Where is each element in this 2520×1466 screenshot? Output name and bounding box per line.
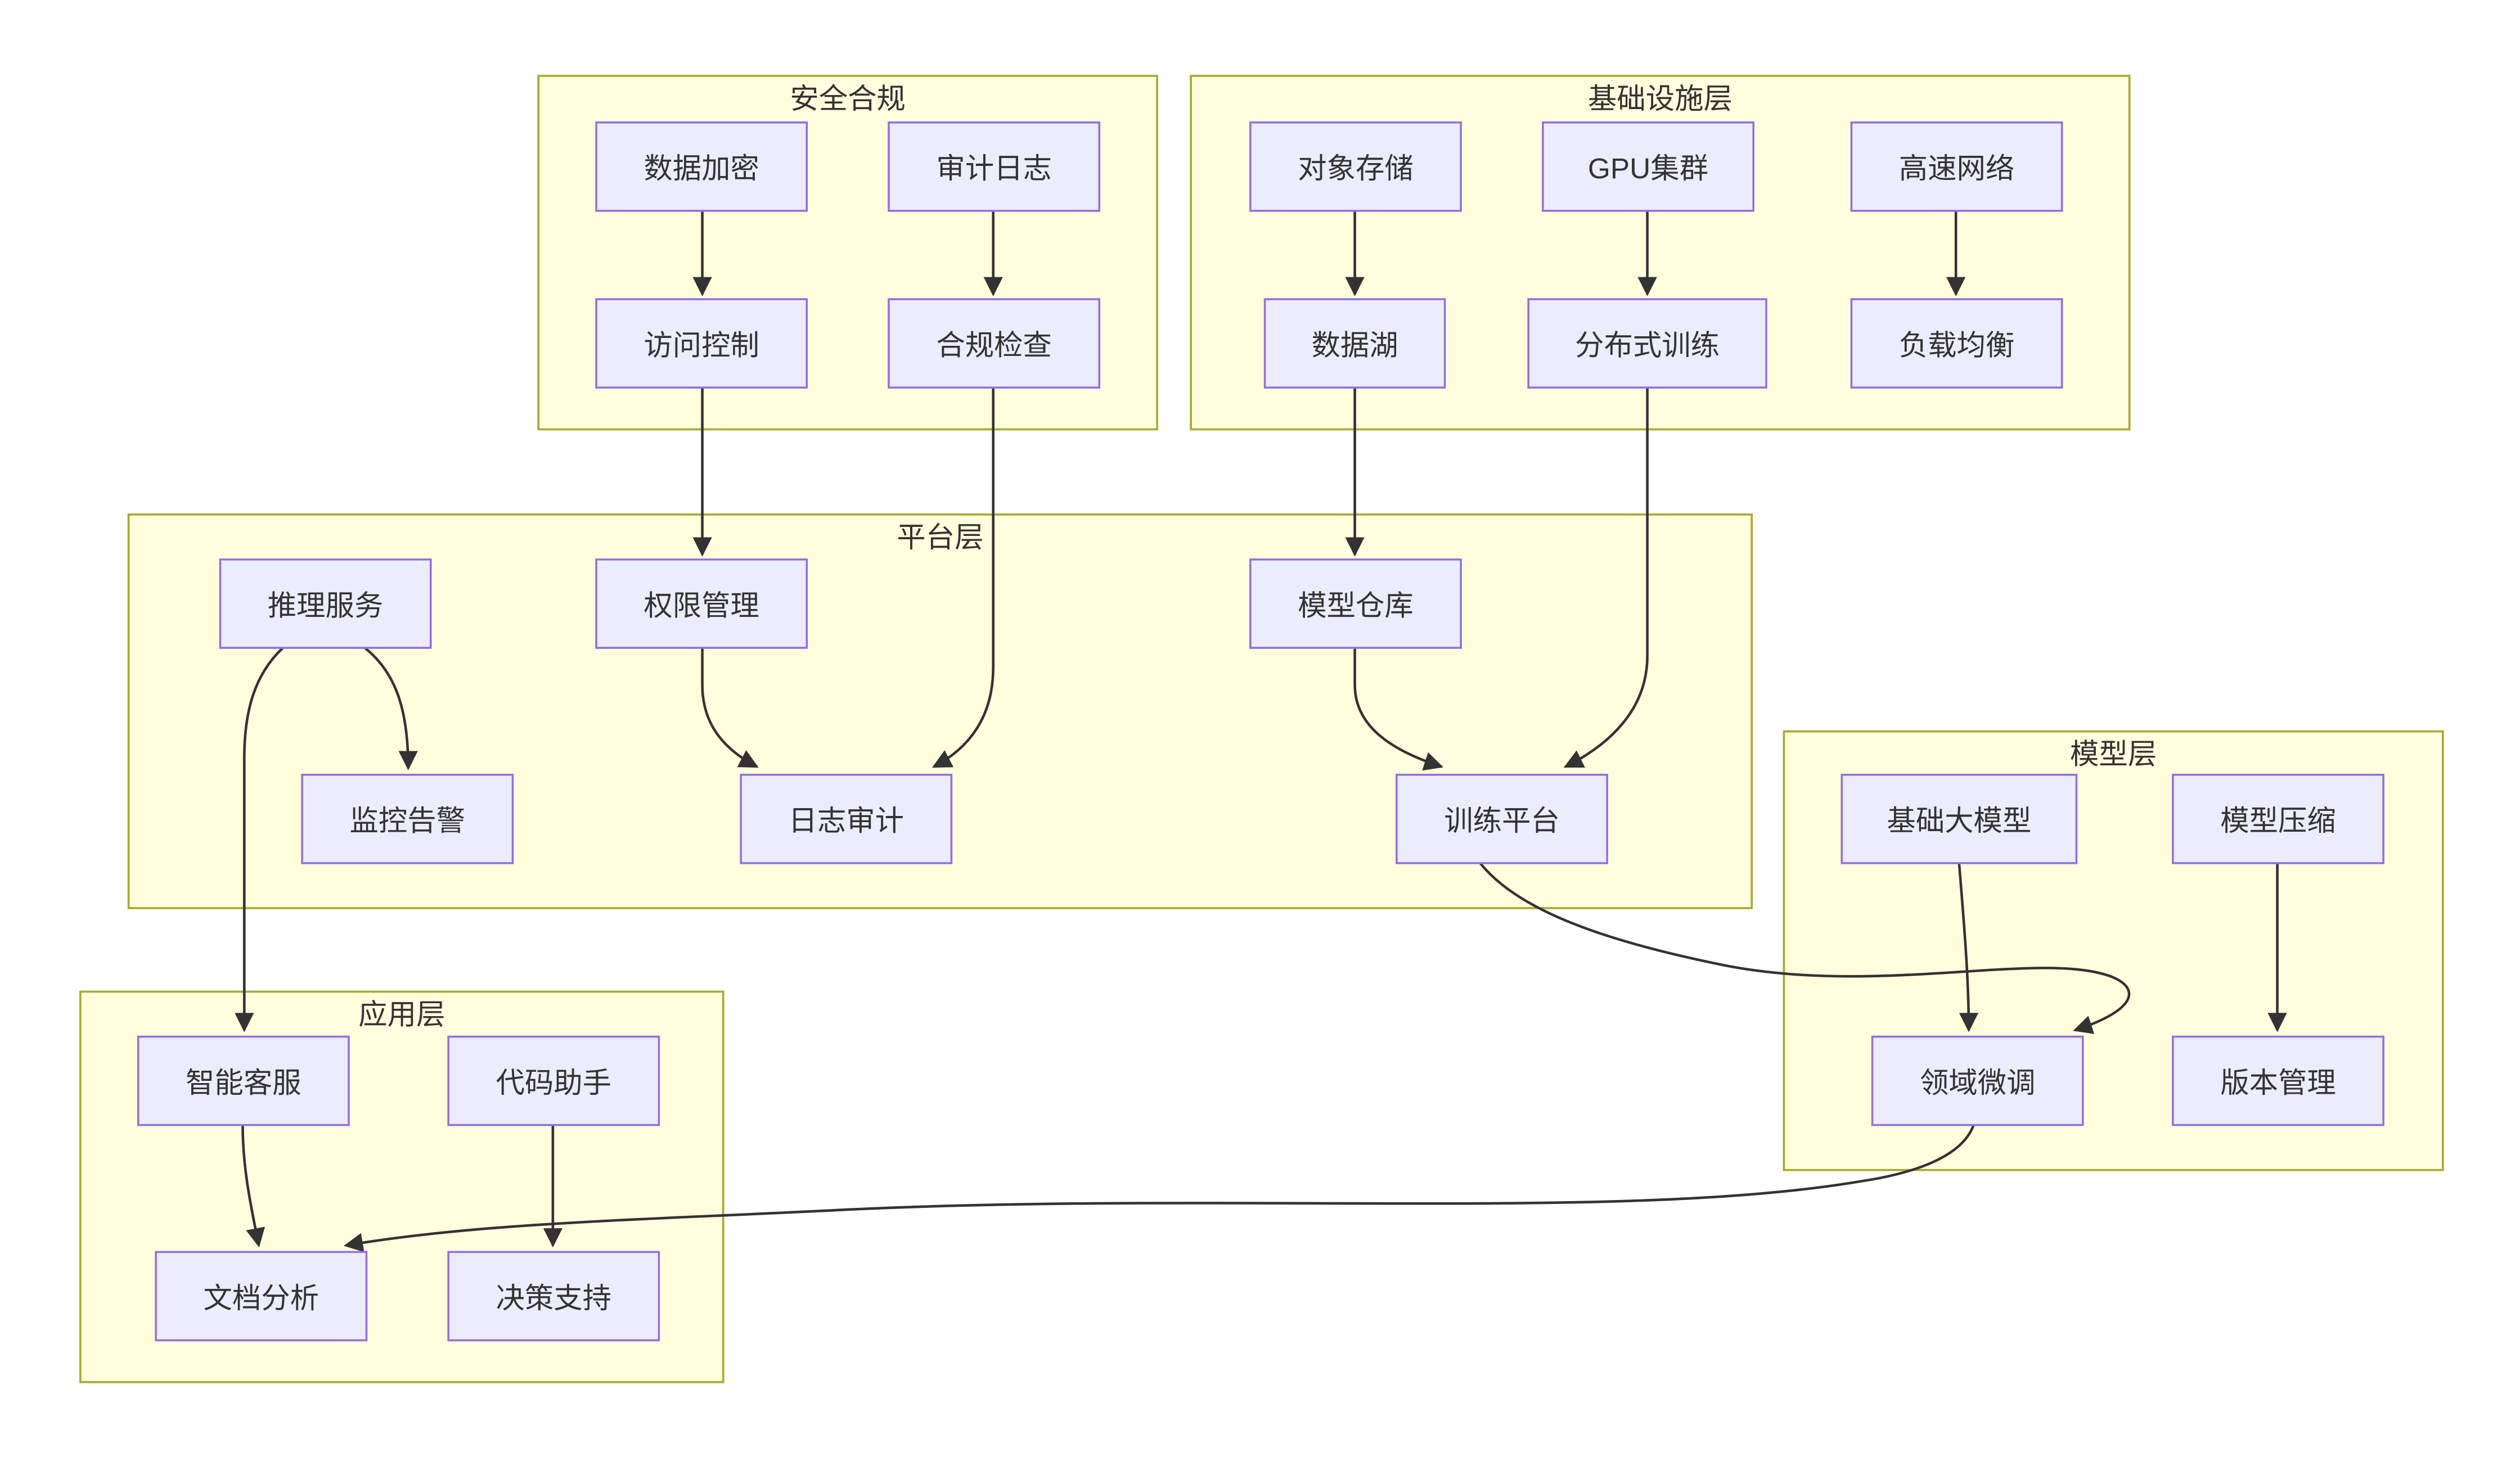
node-version-management: 版本管理 [2172,1035,2384,1126]
node-label-document-analysis: 文档分析 [203,1282,319,1314]
node-label-gpu-cluster: GPU集群 [1588,152,1708,184]
node-data-lake: 数据湖 [1263,298,1446,389]
node-model-compression: 模型压缩 [2172,774,2384,864]
node-label-permission-management: 权限管理 [644,589,759,621]
cluster-title-application-layer: 应用层 [358,998,445,1030]
node-label-object-storage: 对象存储 [1298,152,1414,184]
edge-training-platform-to-domain-finetuning [1479,862,2131,1034]
node-box-compliance-check [888,298,1101,389]
edge-smart-customer-service-to-document-analysis [241,1125,266,1248]
node-training-platform: 训练平台 [1396,774,1608,864]
node-monitoring-alerting: 监控告警 [301,774,514,864]
node-label-model-repository: 模型仓库 [1298,589,1414,621]
node-box-load-balancing [1850,298,2063,389]
node-label-decision-support: 决策支持 [496,1282,611,1314]
edge-base-large-model-to-domain-finetuning [1958,863,1979,1032]
edge-permission-management-to-log-audit [701,648,759,768]
node-label-compliance-check: 合规检查 [936,329,1052,362]
node-box-access-control [595,298,808,389]
node-box-domain-finetuning [1871,1035,2084,1126]
node-box-monitoring-alerting [301,774,514,864]
edge-model-repository-to-training-platform [1353,648,1444,771]
node-label-smart-customer-service: 智能客服 [186,1066,302,1099]
node-label-code-assistant: 代码助手 [496,1066,611,1099]
node-label-model-compression: 模型压缩 [2220,804,2336,837]
cluster-title-platform-layer: 平台层 [897,521,983,553]
node-box-object-storage [1249,121,1462,212]
node-label-data-lake: 数据湖 [1311,329,1398,362]
node-box-log-audit [740,774,953,864]
edge-domain-finetuning-to-document-analysis [343,1124,1975,1252]
node-box-code-assistant [447,1035,660,1126]
node-box-inference-service [219,558,432,649]
node-domain-finetuning: 领域微调 [1871,1035,2084,1126]
node-label-data-encryption: 数据加密 [644,152,759,184]
node-label-distributed-training: 分布式训练 [1575,329,1720,362]
node-base-large-model: 基础大模型 [1840,774,2078,864]
node-document-analysis: 文档分析 [155,1251,368,1342]
node-label-base-large-model: 基础大模型 [1887,804,2031,837]
cluster-title-model-layer: 模型层 [2070,738,2157,770]
node-box-version-management [2172,1035,2384,1126]
node-log-audit: 日志审计 [740,774,953,864]
node-label-domain-finetuning: 领域微调 [1920,1066,2036,1099]
edge-distributed-training-to-training-platform [1563,387,1649,768]
edge-inference-service-to-smart-customer-service [235,647,284,1032]
node-box-smart-customer-service [137,1035,350,1126]
edge-inference-service-to-monitoring-alerting [364,647,418,770]
node-access-control: 访问控制 [595,298,808,389]
node-distributed-training: 分布式训练 [1527,298,1767,389]
node-object-storage: 对象存储 [1249,121,1462,212]
node-load-balancing: 负载均衡 [1850,298,2063,389]
node-box-document-analysis [155,1251,368,1342]
node-label-high-speed-network: 高速网络 [1899,152,2015,184]
edge-compliance-check-to-log-audit [932,387,994,768]
node-box-high-speed-network [1850,121,2063,212]
node-box-gpu-cluster [1542,121,1754,212]
node-box-model-compression [2172,774,2384,864]
node-code-assistant: 代码助手 [447,1035,660,1126]
node-inference-service: 推理服务 [219,558,432,649]
node-compliance-check: 合规检查 [888,298,1101,389]
node-box-permission-management [595,558,808,649]
node-label-load-balancing: 负载均衡 [1899,329,2015,362]
node-label-log-audit: 日志审计 [788,804,904,837]
node-label-inference-service: 推理服务 [268,589,384,621]
node-high-speed-network: 高速网络 [1850,121,2063,212]
node-gpu-cluster: GPU集群 [1542,121,1754,212]
node-box-base-large-model [1840,774,2078,864]
node-label-monitoring-alerting: 监控告警 [349,804,465,837]
node-smart-customer-service: 智能客服 [137,1035,350,1126]
edges-layer [235,210,2287,1252]
node-decision-support: 决策支持 [447,1251,660,1342]
node-box-data-encryption [595,121,808,212]
cluster-title-security-compliance: 安全合规 [790,82,906,115]
node-box-training-platform [1396,774,1608,864]
node-box-audit-log [888,121,1101,212]
node-permission-management: 权限管理 [595,558,808,649]
node-label-access-control: 访问控制 [644,329,759,362]
node-label-training-platform: 训练平台 [1444,804,1560,837]
node-box-decision-support [447,1251,660,1342]
node-box-distributed-training [1527,298,1767,389]
node-audit-log: 审计日志 [888,121,1101,212]
node-box-model-repository [1249,558,1462,649]
cluster-title-infrastructure-layer: 基础设施层 [1588,82,1732,115]
node-label-version-management: 版本管理 [2220,1066,2336,1099]
node-box-data-lake [1263,298,1446,389]
node-model-repository: 模型仓库 [1249,558,1462,649]
node-data-encryption: 数据加密 [595,121,808,212]
node-label-audit-log: 审计日志 [936,152,1052,184]
